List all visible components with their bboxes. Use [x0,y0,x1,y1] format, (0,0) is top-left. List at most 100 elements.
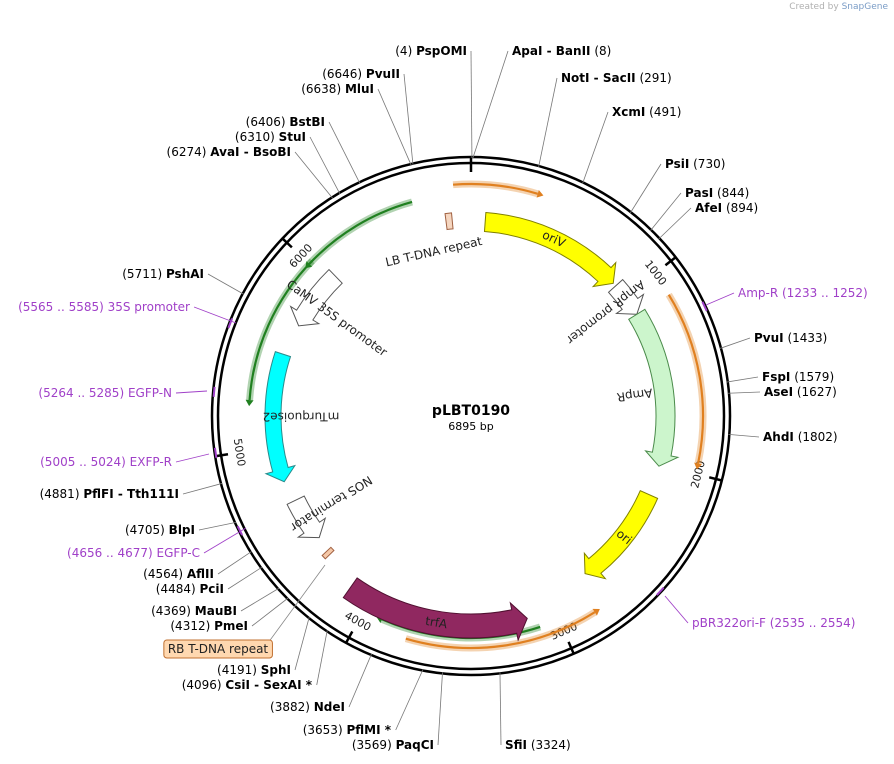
primer-leader-line [175,453,210,463]
enzyme-site-label: (6406) BstBI [246,115,325,129]
enzyme-position: (4312) [170,619,214,633]
created-by-label: Created by [789,2,839,12]
primer-name: EXFP-R [130,455,172,469]
enzyme-position: (4191) [217,663,261,677]
enzyme-name: SfiI [505,738,527,752]
enzyme-name: PvuII [366,67,400,81]
enzyme-position: (1579) [790,370,834,384]
enzyme-name: AseI [764,385,793,399]
snapgene-credit: Created by SnapGene [789,2,888,12]
enzyme-name: SphI [261,663,291,677]
ori-arrow [583,490,659,580]
enzyme-position: (4096) [182,678,226,692]
enzyme-site-label: (4484) PciI [156,582,224,596]
enzyme-position: (8) [591,44,612,58]
rb-tdna-repeat-box [321,546,335,560]
plasmid-name: pLBT0190 [432,403,510,419]
primer-name: EGFP-C [157,546,200,560]
enzyme-leader-line [198,521,237,531]
enzyme-name: AvaI [210,145,239,159]
primer-range: (5264 .. 5285) [38,386,128,400]
primer-range: (5005 .. 5024) [40,455,130,469]
enzyme-name: PasI [685,186,713,200]
enzyme-leader-line [472,50,509,159]
feature-group [264,212,680,642]
primer-label: (5264 .. 5285) EGFP-N [38,386,172,400]
primer-label: (5005 .. 5024) EXFP-R [40,455,172,469]
enzyme-leader-line [227,566,263,590]
enzyme-leader-line [629,163,662,214]
enzyme-site-label: PvuI (1433) [754,331,827,345]
scale-tick [344,630,354,644]
enzyme-name: FspI [762,370,790,384]
enzyme-leader-line [727,391,761,394]
rb-tdna-repeat-label: RB T-DNA repeat [168,642,269,656]
enzyme-position: (4484) [156,582,200,596]
enzyme-position: (6406) [246,115,290,129]
primer-site-mark [227,318,233,329]
orange-arc-bottom [405,611,596,650]
oriv-arrow [483,212,617,288]
enzyme-name: PaqCI [396,738,434,752]
scale-tick-label: 5000 [231,438,248,468]
enzyme-name: AflII [187,567,214,581]
enzyme-site-label: (6310) StuI [235,130,306,144]
primer-range: (4656 .. 4677) [67,546,157,560]
enzyme-position: (5711) [122,267,166,281]
enzyme-leader-line [719,337,751,349]
enzyme-position: (6310) [235,130,279,144]
enzyme-leader-line [658,207,692,240]
enzyme-leader-line [437,672,443,746]
nos-terminator-arrow [286,495,327,539]
enzyme-leader-line [207,273,244,295]
enzyme-leader-line [650,192,682,231]
enzyme-position: (1802) [794,430,838,444]
enzyme-position: (6646) [322,67,366,81]
enzyme-site-label: (3882) NdeI [270,700,345,714]
primer-site-mark [212,386,216,397]
primer-site-mark [213,447,218,458]
green-arc-left [248,260,313,401]
enzyme-site-label: (6274) AvaI - BsoBI [167,145,291,159]
enzyme-site-label: (3653) PflMI * [303,723,392,737]
ampr-arrow [628,308,680,467]
enzyme-name: MauBI [195,604,237,618]
green-arc-top [308,200,413,265]
mturquoise2-arrow [264,350,297,483]
enzyme-name: PshAI [166,267,204,281]
enzyme-site-label: (3569) PaqCI [352,738,434,752]
enzyme-site-label: (4881) PflFI - Tth111I [40,487,179,501]
enzyme-leader-line [182,483,223,495]
enzyme-site-label: (6646) PvuII [322,67,400,81]
enzyme-name: PmeI [214,619,248,633]
mturquoise2-label: mTurquoise2 [263,410,340,424]
scale-tick [567,641,575,655]
enzyme-name: PflMI * [346,723,391,737]
rb-tdna-repeat-label-box [163,639,273,659]
enzyme-position: (3882) [270,700,314,714]
scale-tick-label: 1000 [642,258,669,288]
trfa-arrow [342,577,528,642]
enzyme-position: (4881) [40,487,84,501]
enzyme-site-label: (4564) AflII [143,567,214,581]
enzyme-position: (1433) [784,331,828,345]
enzyme-name: NotI [561,71,590,85]
enzyme-position: (4) [395,44,416,58]
primer-label: (5565 .. 5585) 35S promoter [18,300,190,314]
snapgene-brand: SnapGene [841,2,888,12]
enzyme-leader-line [377,88,412,166]
enzyme-leader-line [294,151,333,199]
enzyme-leader-line [395,669,424,731]
scale-tick [214,452,229,458]
enzyme-name: ApaI [512,44,542,58]
scale-tick [708,476,723,482]
enzyme-position: (4369) [151,604,195,618]
enzyme-site-label: XcmI (491) [612,105,681,119]
enzyme-position: (3569) [352,738,396,752]
enzyme-name-2: - Tth111I [114,487,179,501]
enzyme-name: AfeI [695,201,722,215]
enzyme-site-label: ApaI - BanII (8) [512,44,611,58]
enzyme-site-label: (4) PspOMI [395,44,467,58]
enzyme-name: BstBI [289,115,325,129]
